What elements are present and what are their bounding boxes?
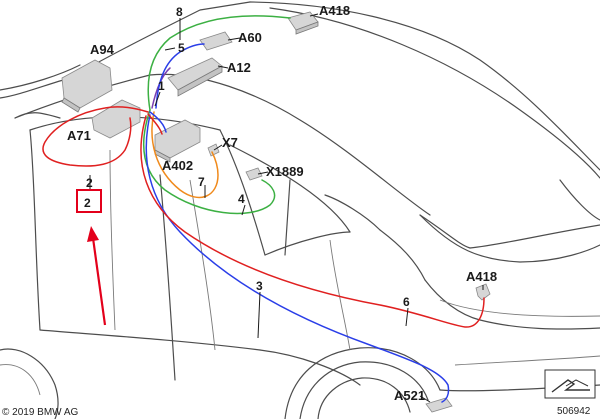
diagram-id: 506942 [557,406,591,417]
wire-number-3: 3 [256,279,263,293]
wire-number-4: 4 [238,192,245,206]
wire-number-5: 5 [178,41,185,55]
a402-module [154,119,201,159]
label-a418-rear: A418 [466,269,497,284]
wire-numbers: 8 5 1 2 7 4 3 6 [86,5,410,309]
a418-rear-module [475,283,491,301]
x7-connector [207,143,220,157]
wire-number-6: 6 [403,295,410,309]
label-a71: A71 [67,128,91,143]
wire-blue-a60 [155,43,205,109]
wire-number-2: 2 [86,176,93,190]
label-x1889: X1889 [266,164,304,179]
wire-number-8: 8 [176,5,183,19]
wire-number-7: 7 [198,175,205,189]
label-a521: A521 [394,388,425,403]
label-a402: A402 [162,158,193,173]
a94-module [61,59,113,109]
label-a418-roof: A418 [319,3,350,18]
label-a60: A60 [238,30,262,45]
wire-green-roof [147,15,291,111]
label-a12: A12 [227,60,251,75]
label-x7: X7 [222,135,238,150]
wire-number-1: 1 [158,79,165,93]
a60-module [199,31,233,51]
leader-lines [89,13,484,403]
highlight-box [76,189,102,213]
highlighted-number-2: 2 [84,196,91,210]
wire-red-door [42,106,149,167]
wire-green-loop [143,109,276,215]
component-labels: A418 A60 A94 A12 A71 A402 X7 X1889 A418 … [67,3,497,403]
wire-orange [151,111,219,199]
a521-module [425,397,453,413]
wire-blue-long [145,114,450,403]
vehicle-view-icon [544,369,596,399]
wire-red-long [140,115,485,328]
copyright-text: © 2019 BMW AG [2,407,79,418]
wiring-harness [42,15,485,403]
label-a94: A94 [90,42,115,57]
a71-module [91,99,141,139]
components [61,11,491,413]
red-arrow-icon [87,226,107,326]
x1889-connector [245,167,263,181]
